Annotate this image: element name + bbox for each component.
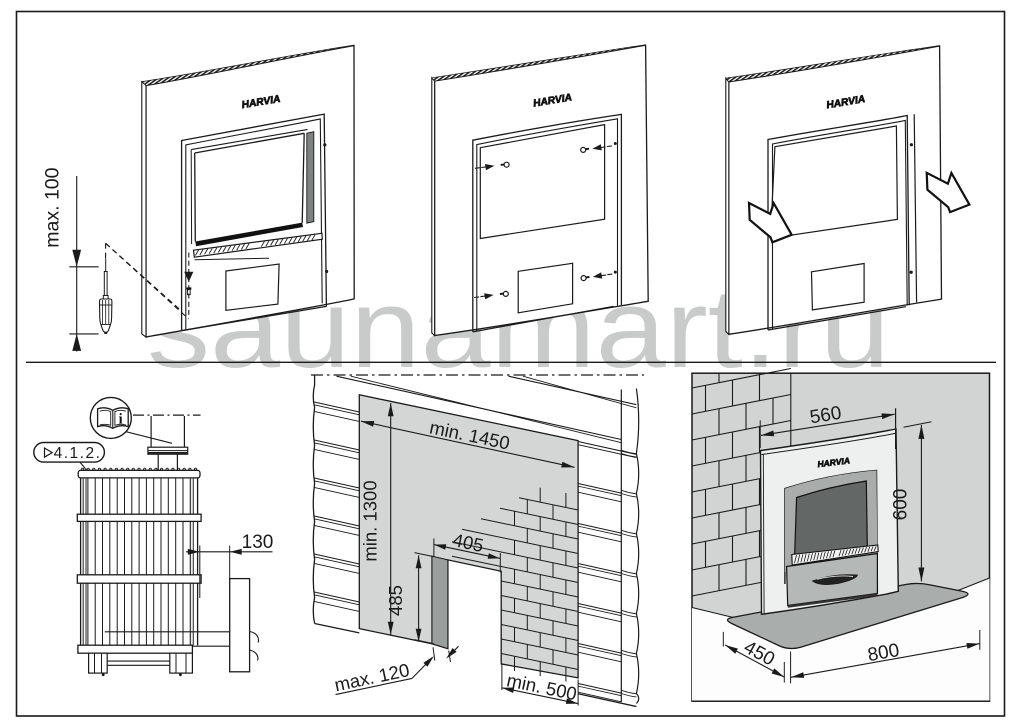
svg-text:600: 600	[891, 489, 912, 521]
svg-text:max. 100: max. 100	[42, 167, 64, 247]
svg-text:130: 130	[242, 532, 274, 553]
svg-text:485: 485	[385, 585, 406, 616]
svg-text:560: 560	[808, 403, 843, 429]
svg-text:min. 1300: min. 1300	[360, 480, 381, 561]
svg-text:4.1.2.: 4.1.2.	[54, 445, 102, 462]
svg-text:HARVIA: HARVIA	[817, 455, 851, 469]
svg-text:i: i	[119, 411, 123, 427]
